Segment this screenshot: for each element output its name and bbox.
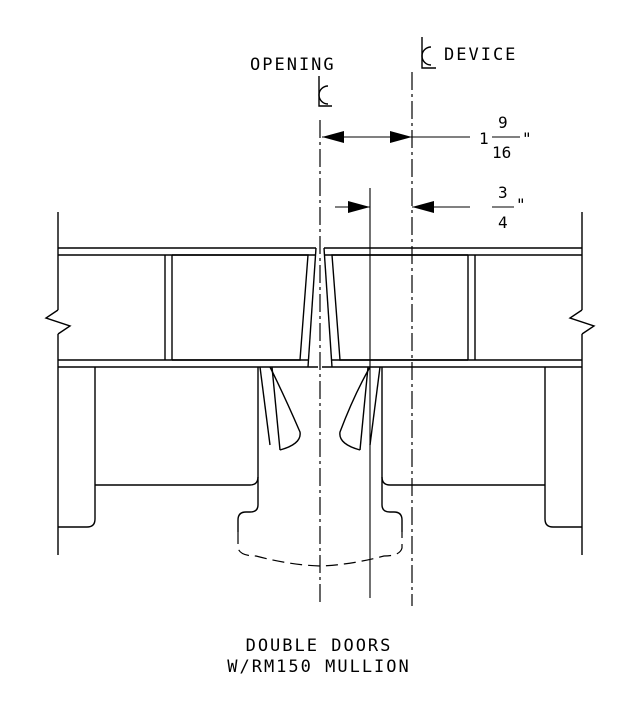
dimension-arrow-icon (322, 131, 344, 143)
dimension-top-unit: " (522, 129, 532, 148)
left-handle (259, 366, 301, 451)
dimension-top-numerator: 9 (498, 113, 508, 132)
centerline-symbol-device-icon (421, 37, 436, 69)
mullion-base (237, 477, 403, 567)
dimension-top-whole: 1 (479, 129, 489, 148)
dimension-bottom-unit: " (516, 195, 526, 214)
dimension-arrow-icon (348, 201, 370, 213)
left-wall (44, 212, 72, 555)
device-label: DEVICE (444, 45, 517, 65)
right-handle (339, 366, 381, 451)
caption-line-1: DOUBLE DOORS (246, 636, 393, 656)
break-line-left-icon (44, 309, 72, 335)
right-door-leaf (322, 247, 582, 368)
opening-label: OPENING (250, 55, 336, 75)
right-wall (568, 212, 596, 555)
dimension-bottom: 3 4 " (335, 183, 526, 598)
caption-line-2: W/RM150 MULLION (227, 657, 411, 677)
centerline-symbol-opening-icon (318, 76, 332, 107)
dimension-arrow-icon (390, 131, 412, 143)
left-door-leaf (58, 247, 318, 368)
dimension-bottom-denominator: 4 (498, 213, 508, 232)
left-frame (58, 367, 259, 528)
dimension-arrow-icon (412, 201, 434, 213)
dimension-bottom-numerator: 3 (498, 183, 508, 202)
break-line-right-icon (568, 309, 596, 335)
dimension-top: 1 9 16 " (322, 113, 532, 162)
dimension-top-denominator: 16 (492, 143, 511, 162)
